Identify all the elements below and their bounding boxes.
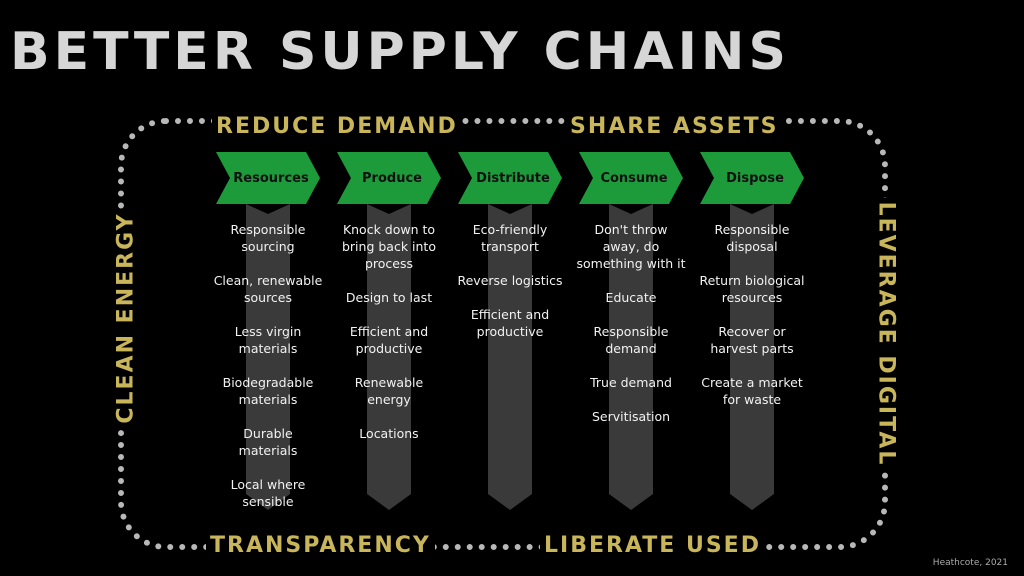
page-title: BETTER SUPPLY CHAINS — [10, 22, 790, 82]
stage-label: Distribute — [476, 170, 550, 186]
list-item: True demand — [590, 375, 672, 390]
list-item: Clean, renewable sources — [213, 273, 323, 305]
credit: Heathcote, 2021 — [932, 558, 1008, 568]
list-item: Renewable energy — [354, 375, 424, 407]
label-reduce-demand: REDUCE DEMAND — [212, 116, 462, 138]
list-item: Create a market for waste — [701, 375, 803, 407]
label-leverage-digital: LEVERAGE DIGITAL — [873, 197, 898, 471]
list-item: Design to last — [345, 290, 433, 305]
column-arrow-distribute — [488, 204, 532, 510]
list-item: Local where sensible — [230, 477, 306, 509]
list-item: Durable materials — [238, 426, 298, 458]
list-item: Efficient and productive — [349, 324, 429, 356]
list-item: Servitisation — [591, 409, 671, 424]
chevron-shape — [458, 152, 562, 204]
stage-label: Produce — [362, 170, 422, 186]
list-item: Responsible disposal — [714, 222, 790, 254]
column-arrow-produce — [367, 204, 411, 510]
column-arrow-consume — [609, 204, 653, 510]
label-transparency: TRANSPARENCY — [206, 535, 435, 557]
label-share-assets: SHARE ASSETS — [566, 116, 783, 138]
chevron-shape — [216, 152, 320, 204]
stage-items-consume: Don't throw away, do something with it Ed… — [576, 221, 686, 442]
stage-resources: Resources — [216, 152, 320, 204]
stage-consume: Consume — [579, 152, 683, 204]
column-arrow-dispose — [730, 204, 774, 510]
column-arrow-resources — [246, 204, 290, 510]
list-item: Knock down to bring back into process — [341, 222, 436, 271]
list-item: Responsible demand — [593, 324, 669, 356]
chevron-shape — [700, 152, 804, 204]
stage-label: Consume — [600, 170, 668, 186]
chevron-shape — [337, 152, 441, 204]
list-item: Locations — [359, 426, 419, 441]
list-item: Responsible sourcing — [230, 222, 306, 254]
list-item: Biodegradable materials — [222, 375, 314, 407]
list-item: Recover or harvest parts — [710, 324, 794, 356]
list-item: Eco-friendly transport — [472, 222, 548, 254]
label-clean-energy: CLEAN ENERGY — [113, 208, 138, 428]
list-item: Reverse logistics — [457, 273, 563, 288]
list-item: Return biological resources — [699, 273, 805, 305]
stage-label: Resources — [233, 170, 309, 186]
list-item: Don't throw away, do something with it — [576, 222, 686, 271]
list-item: Educate — [605, 290, 657, 305]
chevron-shape — [579, 152, 683, 204]
list-item: Less virgin materials — [234, 324, 302, 356]
stage-distribute: Distribute — [458, 152, 562, 204]
stage-label: Dispose — [726, 170, 784, 186]
label-liberate-used: LIBERATE USED — [540, 535, 765, 557]
list-item: Efficient and productive — [470, 307, 550, 339]
stage-produce: Produce — [337, 152, 441, 204]
stage-dispose: Dispose — [700, 152, 804, 204]
